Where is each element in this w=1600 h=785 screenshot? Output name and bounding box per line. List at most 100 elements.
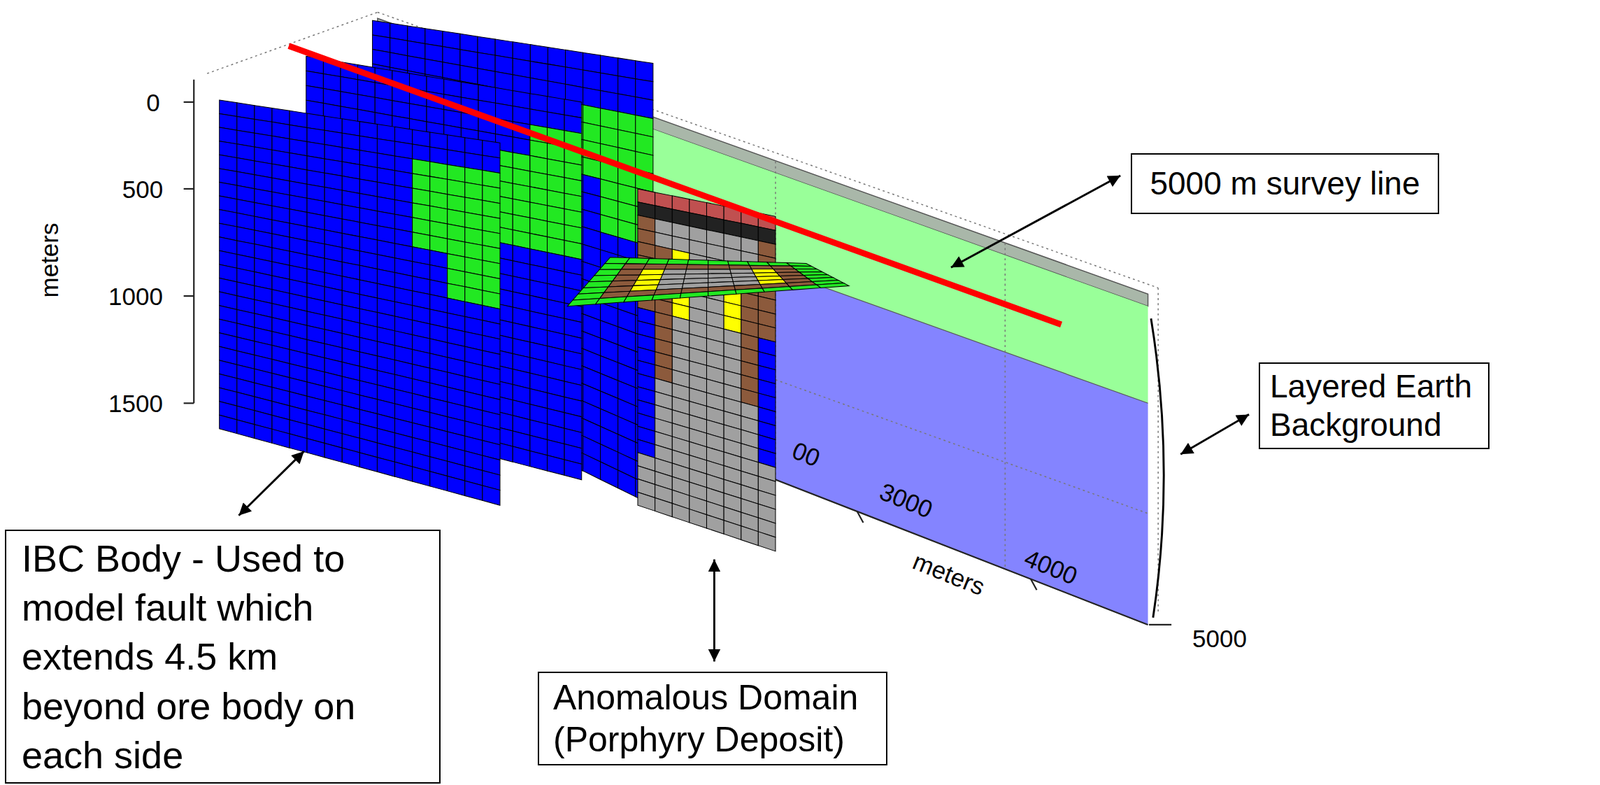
fault-cell bbox=[376, 457, 395, 477]
callout-box: 5000 m survey line bbox=[1130, 153, 1440, 214]
deposit-plan-cell bbox=[651, 293, 682, 300]
deposit-plan-cell bbox=[708, 264, 731, 269]
deposit-plan-cell bbox=[789, 284, 821, 290]
deposit-plan-cell bbox=[646, 258, 670, 264]
axis-title: 00 bbox=[788, 437, 824, 470]
deposit-cell bbox=[689, 509, 707, 528]
deposit-plan-cell bbox=[790, 265, 817, 269]
leader-line bbox=[1180, 413, 1249, 454]
axis-title: 3000 bbox=[876, 478, 936, 522]
deposit-plan-cell bbox=[567, 297, 600, 306]
leader-line bbox=[951, 175, 1121, 268]
deposit-plan-cell bbox=[620, 263, 647, 270]
deposit-plan-cell bbox=[639, 269, 666, 275]
fault-cell bbox=[530, 44, 548, 65]
fault-cell bbox=[306, 438, 325, 458]
fault-cell bbox=[618, 58, 636, 80]
deposit-cell bbox=[758, 531, 776, 552]
deposit-plan-cell bbox=[762, 286, 793, 292]
deposit-plan-cell bbox=[708, 289, 737, 296]
fault-cell bbox=[254, 424, 273, 444]
deposit-plan-cell bbox=[708, 269, 732, 274]
deposit-plan-cell bbox=[708, 260, 730, 266]
deposit-plan-cell bbox=[816, 283, 849, 289]
survey-line bbox=[288, 46, 1062, 325]
deposit-plan-cell bbox=[734, 288, 765, 294]
fault-cell bbox=[341, 447, 360, 467]
deposit-cell bbox=[672, 502, 690, 522]
fault-cell bbox=[618, 75, 636, 97]
deposit-plan-cell bbox=[595, 296, 628, 305]
fault-cell bbox=[530, 450, 548, 471]
axis-title: 4000 bbox=[1020, 544, 1081, 589]
fault-cell bbox=[512, 446, 531, 467]
fault-cell bbox=[635, 97, 654, 119]
fault-cell bbox=[477, 36, 496, 56]
deposit-cell bbox=[655, 497, 673, 517]
deposit-plan-cell bbox=[749, 265, 774, 269]
fault-cell bbox=[512, 41, 531, 62]
fault-cell bbox=[635, 60, 654, 82]
deposit-plan-cell bbox=[685, 269, 709, 275]
grid-dotted bbox=[775, 379, 1149, 514]
axis-tick-label: 500 bbox=[122, 176, 163, 202]
box-dotted bbox=[1157, 287, 1159, 612]
axis-title: meters bbox=[909, 548, 989, 600]
fault-cell bbox=[219, 414, 238, 433]
deposit-plan-cell bbox=[616, 269, 643, 275]
deposit-plan-cell bbox=[727, 260, 750, 266]
surface-layer bbox=[377, 18, 1149, 306]
fault-cell bbox=[482, 485, 500, 505]
layer-boundary bbox=[377, 127, 1149, 403]
fault-cell bbox=[237, 419, 255, 439]
axis-tick-label: 0 bbox=[146, 90, 160, 115]
fault-cell bbox=[600, 461, 619, 488]
deposit-plan-cell bbox=[662, 269, 687, 275]
fault-cell bbox=[430, 471, 448, 491]
fault-cell bbox=[565, 49, 584, 70]
axis-tick bbox=[183, 188, 195, 190]
fault-cell bbox=[618, 469, 636, 497]
fault-cell bbox=[289, 433, 307, 453]
fault-cell bbox=[547, 455, 566, 476]
deposit-plan-cell bbox=[686, 264, 709, 270]
leader-line bbox=[713, 559, 716, 662]
callout-box: Anomalous Domain (Porphyry Deposit) bbox=[537, 671, 888, 766]
axis-tick bbox=[183, 101, 195, 103]
fault-cell bbox=[447, 475, 466, 496]
fault-cell bbox=[635, 79, 654, 100]
axis-tick-label: 1500 bbox=[108, 390, 163, 416]
fault-cell bbox=[395, 461, 413, 482]
fault-cell bbox=[272, 428, 290, 448]
callout-text: 5000 m survey line bbox=[1143, 164, 1427, 203]
deposit-plan-cell bbox=[667, 258, 689, 265]
fault-cell bbox=[564, 459, 582, 480]
leader-line bbox=[238, 451, 304, 516]
deposit-plan-cell bbox=[665, 264, 689, 270]
fault-cell bbox=[583, 52, 601, 73]
callout-box: IBC Body - Used to model fault which ext… bbox=[4, 529, 441, 784]
deposit-cell bbox=[741, 525, 759, 546]
axis-tick-label: 5000 bbox=[1192, 625, 1247, 651]
deposit-plan-cell bbox=[687, 259, 708, 265]
fault-cell bbox=[600, 72, 619, 94]
bracket bbox=[1151, 318, 1164, 617]
axis-title: meters bbox=[37, 223, 62, 298]
deposit-plan-cell bbox=[625, 258, 649, 265]
fault-cell bbox=[412, 466, 431, 487]
deposit-cell bbox=[637, 491, 656, 511]
lower-layer bbox=[377, 127, 1149, 625]
fault-cell bbox=[465, 480, 483, 500]
fault-cell bbox=[324, 443, 342, 463]
fault-cell bbox=[547, 47, 566, 68]
callout-text: IBC Body - Used to model fault which ext… bbox=[21, 533, 398, 780]
deposit-plan-cell bbox=[679, 291, 708, 298]
floor-axis bbox=[377, 324, 1149, 625]
axis-tick bbox=[857, 511, 864, 523]
axis-tick bbox=[1148, 623, 1172, 626]
axis-tick bbox=[1030, 578, 1038, 590]
deposit-plan-cell bbox=[623, 295, 654, 303]
deposit-cell bbox=[723, 520, 742, 540]
callout-box: Layered Earth Background bbox=[1258, 362, 1490, 449]
